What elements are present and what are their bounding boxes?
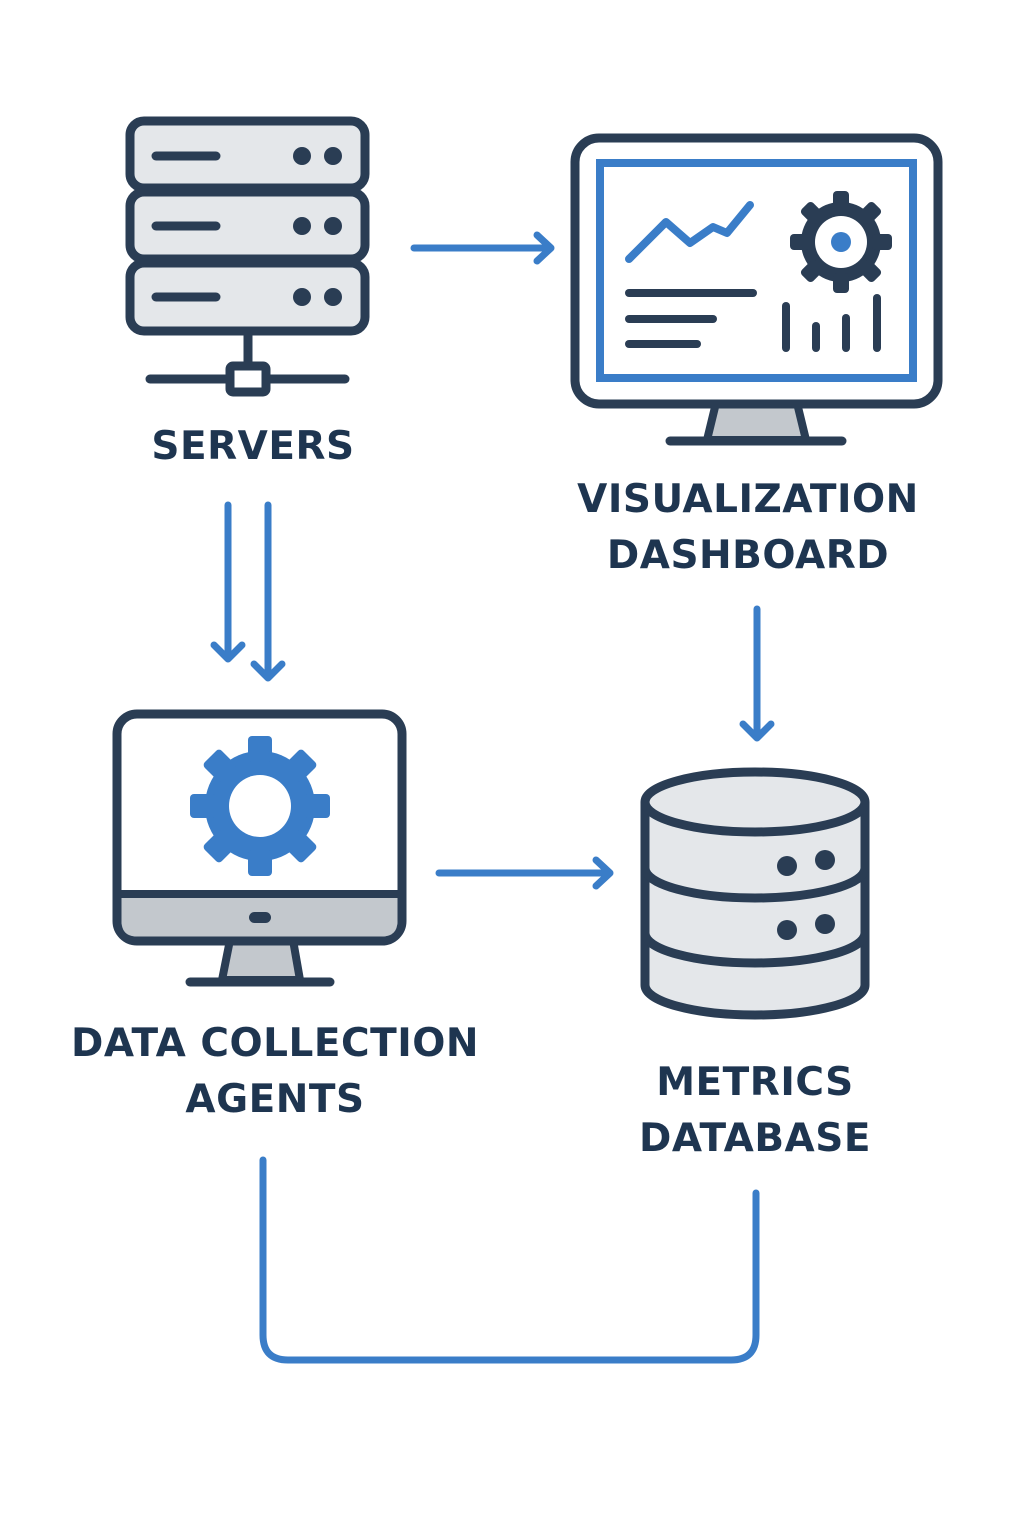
server-rack-icon bbox=[125, 116, 370, 397]
monitor-stand bbox=[703, 399, 810, 444]
cylinder-top bbox=[640, 767, 870, 837]
arrow-servers-to-agents-2 bbox=[250, 501, 286, 682]
database-cylinder-icon bbox=[640, 767, 870, 1020]
node-label-agents: DATA COLLECTION AGENTS bbox=[70, 1021, 479, 1122]
line-chart-icon bbox=[625, 201, 754, 263]
arrow-servers-to-agents-1 bbox=[210, 501, 246, 663]
connector-agents-database-loop bbox=[259, 1156, 760, 1364]
network-node bbox=[225, 361, 271, 397]
node-label-dashboard: VISUALIZATION DASHBOARD bbox=[577, 477, 919, 578]
monitor-stand bbox=[218, 936, 304, 984]
node-label-database: METRICS DATABASE bbox=[639, 1060, 871, 1161]
power-button bbox=[249, 912, 271, 923]
arrow-agents-to-database bbox=[435, 856, 614, 890]
gear-icon bbox=[190, 736, 330, 876]
arrow-dashboard-to-database bbox=[739, 605, 775, 742]
node-label-servers: SERVERS bbox=[151, 424, 355, 469]
arrow-servers-to-dashboard bbox=[410, 231, 555, 265]
monitor-dashboard-icon bbox=[570, 133, 943, 446]
monitor-gear-icon bbox=[112, 709, 407, 987]
gear-icon bbox=[790, 191, 892, 293]
